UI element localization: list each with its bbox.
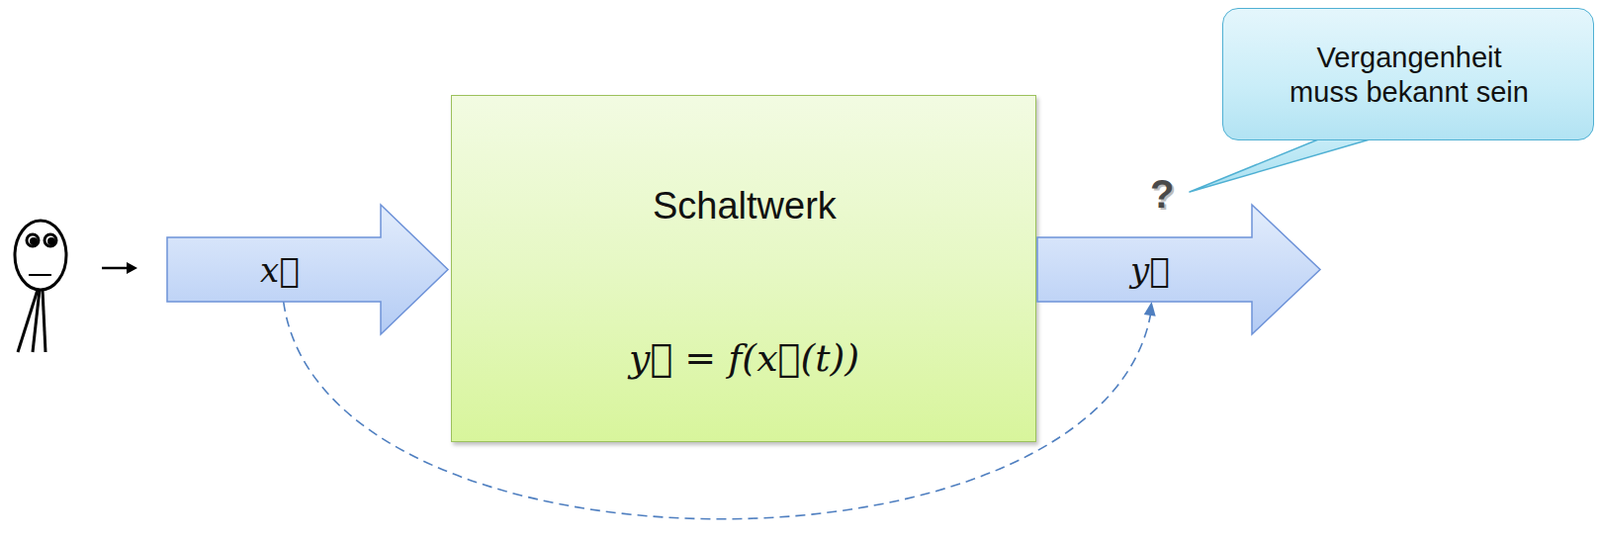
output-arrow: y⃗	[1036, 203, 1322, 336]
stick-figure	[14, 220, 67, 353]
question-mark: ?	[1150, 172, 1174, 217]
arrow-head	[1144, 301, 1156, 317]
callout-tail	[1189, 137, 1377, 192]
block-arrow-shape	[1036, 203, 1322, 336]
callout-text: Vergangenheit muss bekannt sein	[1279, 40, 1539, 110]
block-arrow-shape	[166, 203, 449, 336]
signal-vector: x⃗	[260, 250, 300, 290]
input-arrow: x⃗	[166, 203, 449, 336]
signal-vector: y⃗	[1130, 250, 1170, 290]
process-box: Schaltwerk y⃗ = f(x⃗(t))	[450, 94, 1037, 443]
walk-arrow	[101, 262, 138, 274]
formula: y⃗ = f(x⃗(t))	[628, 336, 860, 380]
callout-bubble: Vergangenheit muss bekannt sein	[1222, 7, 1595, 141]
box-title: Schaltwerk	[652, 184, 837, 228]
